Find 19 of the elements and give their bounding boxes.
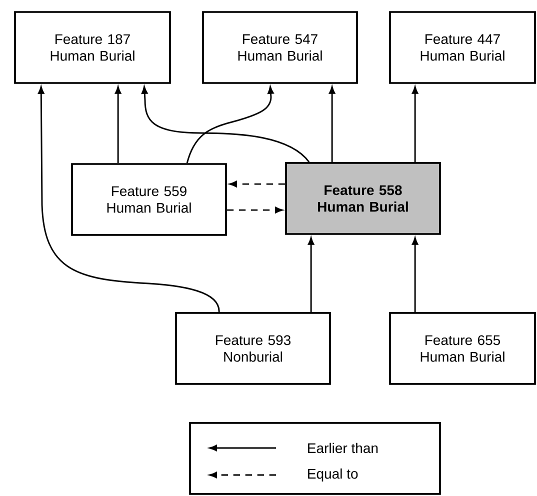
- curved-arrow: [141, 86, 310, 163]
- feature-box: Feature 547 Human Burial: [202, 11, 358, 84]
- feature-box: Feature 655 Human Burial: [389, 312, 536, 385]
- curved-arrow: [38, 86, 220, 312]
- legend-label: Equal to: [308, 468, 358, 482]
- arrow: [114, 86, 122, 164]
- arrow: [308, 237, 314, 312]
- feature-box: Feature 559 Human Burial: [71, 163, 227, 236]
- dashed-arrow: [226, 206, 283, 214]
- legend-label: Earlier than: [308, 442, 378, 454]
- curved-arrow: [186, 86, 274, 164]
- arrow: [328, 86, 336, 162]
- feature-box: Feature 447 Human Burial: [389, 11, 536, 84]
- dashed-arrow: [229, 180, 286, 188]
- arrow: [412, 237, 418, 312]
- arrow: [412, 86, 418, 162]
- feature-box: Feature 558 Human Burial: [285, 162, 441, 235]
- feature-box: Feature 187 Human Burial: [14, 11, 171, 84]
- feature-box: Feature 593 Nonburial: [175, 312, 331, 385]
